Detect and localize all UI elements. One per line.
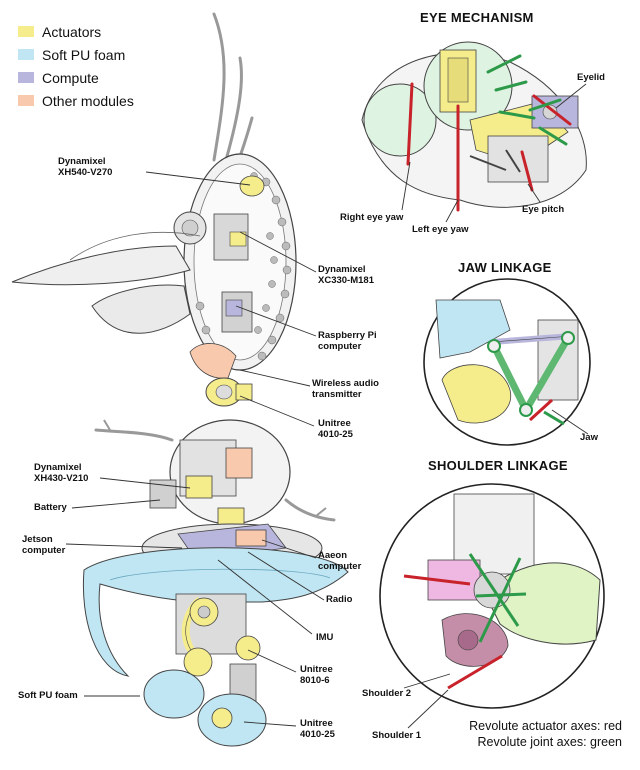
label-wireless-audio: Wireless audio transmitter <box>312 378 379 400</box>
label-right-eye-yaw: Right eye yaw <box>340 212 404 223</box>
legend-swatch-foam <box>18 49 34 60</box>
neck-actuator <box>205 377 253 407</box>
label-eyelid: Eyelid <box>577 72 605 83</box>
label-dynamixel-xh430: Dynamixel XH430-V210 <box>34 462 89 484</box>
jaw-linkage-title: JAW LINKAGE <box>458 260 552 275</box>
robot-feet <box>143 669 267 747</box>
label-soft-pu-foam: Soft PU foam <box>18 690 78 701</box>
legend-label: Soft PU foam <box>42 46 126 63</box>
label-imu: IMU <box>316 632 334 643</box>
legend-swatch-compute <box>18 72 34 83</box>
axes-note-actuator: Revolute actuator axes: red <box>469 719 622 733</box>
soft-foam-skirt <box>82 547 349 677</box>
label-radio: Radio <box>326 594 353 605</box>
axes-note-joint: Revolute joint axes: green <box>477 735 622 749</box>
label-raspberry-pi: Raspberry Pi computer <box>318 330 377 352</box>
label-aaeon: Aaeon computer <box>318 550 362 572</box>
shoulder-linkage-drawing <box>379 483 605 729</box>
label-jetson: Jetson computer <box>22 534 66 556</box>
robot-torso <box>94 419 336 531</box>
body-leader-lines <box>65 171 325 727</box>
label-jaw: Jaw <box>580 432 598 443</box>
eye-leader-lines <box>401 83 587 223</box>
label-battery: Battery <box>34 502 67 513</box>
legend-item-foam: Soft PU foam <box>18 43 134 66</box>
label-shoulder-1: Shoulder 1 <box>372 730 422 741</box>
legend-item-compute: Compute <box>18 66 134 89</box>
eye-mechanism-drawing <box>361 41 587 208</box>
label-eye-pitch: Eye pitch <box>522 204 565 215</box>
robot-nose <box>11 232 201 334</box>
label-shoulder-2: Shoulder 2 <box>362 688 412 699</box>
label-unitree-4010-bottom: Unitree 4010-25 <box>300 718 335 740</box>
axes-note: Revolute actuator axes: red Revolute joi… <box>469 718 622 750</box>
eye-axes <box>406 54 572 212</box>
legend: Actuators Soft PU foam Compute Other mod… <box>18 20 134 112</box>
legend-label: Compute <box>42 69 99 86</box>
label-unitree-4010-top: Unitree 4010-25 <box>318 418 353 440</box>
robot-antennae <box>212 12 254 164</box>
label-dynamixel-xc330: Dynamixel XC330-M181 <box>318 264 374 286</box>
robot-legs <box>175 593 261 705</box>
eye-mechanism-title: EYE MECHANISM <box>420 10 534 25</box>
label-dynamixel-xh540: Dynamixel XH540-V270 <box>58 156 113 178</box>
robot-head <box>173 153 297 379</box>
jaw-linkage-drawing <box>423 278 591 446</box>
label-left-eye-yaw: Left eye yaw <box>412 224 469 235</box>
label-unitree-8010: Unitree 8010-6 <box>300 664 333 686</box>
legend-label: Actuators <box>42 23 102 40</box>
legend-swatch-actuators <box>18 26 34 37</box>
legend-item-actuators: Actuators <box>18 20 134 43</box>
shoulder-linkage-title: SHOULDER LINKAGE <box>428 458 568 473</box>
legend-label: Other modules <box>42 92 134 109</box>
legend-swatch-other <box>18 95 34 106</box>
legend-item-other: Other modules <box>18 89 134 112</box>
